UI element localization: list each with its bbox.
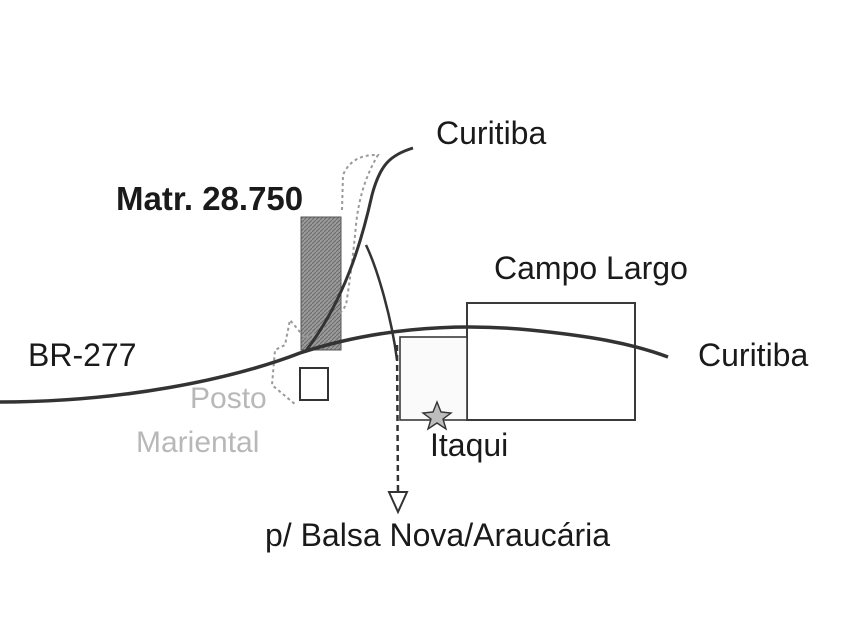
star-marker-icon	[421, 400, 453, 431]
itaqui-area	[399, 336, 468, 421]
label-posto-line2: Mariental	[136, 426, 260, 459]
road-to-curitiba-north	[303, 146, 414, 353]
label-br-277: BR-277	[28, 337, 137, 373]
campo-largo-area	[466, 302, 636, 421]
label-matricula: Matr. 28.750	[116, 180, 304, 217]
label-itaqui: Itaqui	[430, 427, 509, 463]
branch-road	[364, 244, 399, 361]
label-curitiba-east: Curitiba	[698, 337, 809, 373]
dotted-boundary	[270, 153, 380, 406]
south-arrow-icon	[387, 491, 409, 515]
label-posto-line1: Posto	[190, 382, 267, 415]
road-to-balsa-nova	[395, 344, 400, 496]
label-destination: p/ Balsa Nova/Araucária	[265, 517, 611, 553]
label-curitiba-north: Curitiba	[436, 115, 547, 151]
label-campo-largo: Campo Largo	[494, 250, 688, 286]
br-277-road	[0, 325, 669, 404]
posto-mariental-box	[299, 367, 329, 401]
